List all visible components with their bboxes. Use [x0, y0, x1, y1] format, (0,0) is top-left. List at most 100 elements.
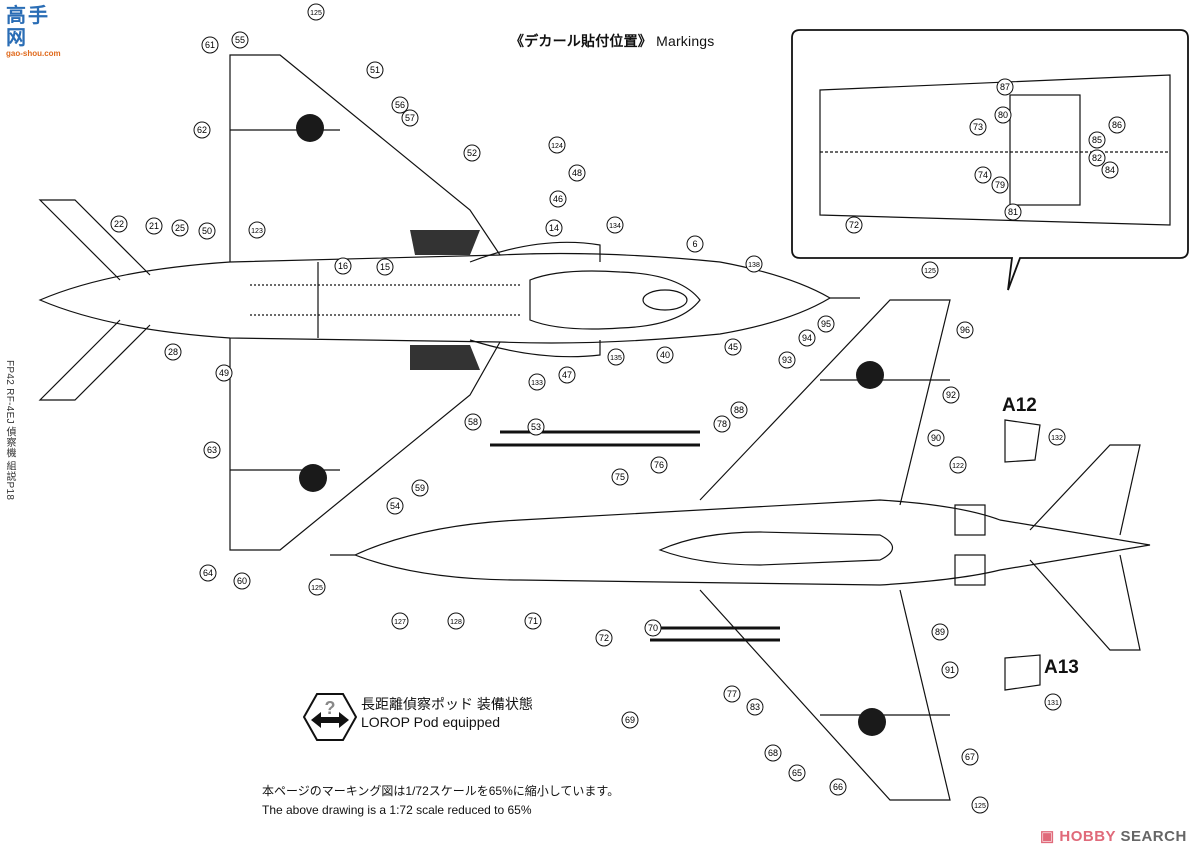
pod-legend-jp: 長距離偵察ポッド 装備状態 [361, 696, 533, 712]
callout-circle [644, 619, 662, 637]
callout-upper-view: 6 [686, 235, 704, 253]
detail-inset [791, 29, 1189, 291]
part-a12-drawing [1004, 419, 1041, 463]
callout-lower-view: 71 [524, 612, 542, 630]
swap-arrows-question-hexagon-icon: ? [303, 693, 357, 741]
callout-number: 54 [390, 501, 400, 511]
callout-number: 134 [609, 223, 621, 230]
callout-upper-view: 21 [145, 217, 163, 235]
callout-number: 72 [849, 220, 859, 230]
callout-circle [527, 418, 545, 436]
callout-number: 83 [750, 702, 760, 712]
callout-number: 91 [945, 665, 955, 675]
callout-upper-view: 63 [203, 441, 221, 459]
callout-inset-view: 87 [996, 78, 1014, 96]
svg-text:?: ? [325, 698, 336, 718]
callout-circle [201, 36, 219, 54]
callout-circle [231, 31, 249, 49]
page-title-jp: 《デカール貼付位置》 [510, 33, 652, 49]
callout-circle [686, 235, 704, 253]
callout-lower-view: 89 [931, 623, 949, 641]
callout-number: 75 [615, 472, 625, 482]
hobby-search-logo-icon: ▣ [1040, 828, 1055, 845]
callout-circle [942, 386, 960, 404]
callout-circle [778, 351, 796, 369]
intake-upper [469, 241, 601, 263]
callout-lower-view: 72 [595, 629, 613, 647]
callout-number: 92 [946, 390, 956, 400]
inset-callout-frame [791, 29, 1189, 291]
callout-upper-view: 124 [548, 136, 566, 154]
callout-circle [845, 216, 863, 234]
callout-circle [203, 441, 221, 459]
callout-lower-view: 94 [798, 329, 816, 347]
callout-number: 88 [734, 405, 744, 415]
callout-number: 62 [197, 125, 207, 135]
callout-circle [611, 468, 629, 486]
callout-upper-view: 48 [568, 164, 586, 182]
callout-number: 81 [1008, 207, 1018, 217]
callout-upper-view: 138 [745, 255, 763, 273]
callout-lower-view: 70 [644, 619, 662, 637]
brand-name-part1: HOBBY [1059, 828, 1116, 845]
callout-lower-view: 68 [764, 744, 782, 762]
callout-inset-view: 82 [1088, 149, 1106, 167]
callout-upper-view: 22 [110, 215, 128, 233]
wing-lower [229, 338, 501, 551]
callout-inset-view: 79 [991, 176, 1009, 194]
dark-panel-lower [410, 345, 480, 370]
callout-circle [996, 78, 1014, 96]
wing-lower-bottom [699, 589, 951, 801]
callout-circle [528, 373, 546, 391]
part-label-a12: A12 [1002, 395, 1037, 416]
side-page-label: FP42 RF-4EJ 偵察機 組説P18 [4, 360, 15, 501]
callout-upper-view: 54 [386, 497, 404, 515]
fuselage-outline-bottom [353, 499, 1151, 586]
callout-lower-view: 127 [391, 612, 409, 630]
callout-upper-view: 47 [558, 366, 576, 384]
callout-circle [199, 564, 217, 582]
callout-circle [788, 764, 806, 782]
callout-upper-view: 53 [527, 418, 545, 436]
callout-circle [110, 215, 128, 233]
callout-circle [386, 497, 404, 515]
callout-upper-view: 28 [164, 343, 182, 361]
callout-number: 78 [717, 419, 727, 429]
callout-circle [171, 219, 189, 237]
callout-circle [817, 315, 835, 333]
callout-circle [376, 258, 394, 276]
callout-circle [949, 456, 967, 474]
callout-number: 94 [802, 333, 812, 343]
callout-circle [1088, 149, 1106, 167]
callout-circle [411, 479, 429, 497]
callout-upper-view: 62 [193, 121, 211, 139]
callout-number: 61 [205, 40, 215, 50]
callout-circle [1108, 116, 1126, 134]
callout-inset-view: 74 [974, 166, 992, 184]
callout-lower-view: 75 [611, 468, 629, 486]
stabilizer-lower [38, 319, 151, 401]
callout-number: 28 [168, 347, 178, 357]
callout-part-a12: 132 [1048, 428, 1066, 446]
callout-number: 72 [599, 633, 609, 643]
callout-circle [764, 744, 782, 762]
callout-number: 57 [405, 113, 415, 123]
callout-circle [607, 348, 625, 366]
callout-lower-view: 69 [621, 711, 639, 729]
callout-lower-view: 65 [788, 764, 806, 782]
callout-number: 45 [728, 342, 738, 352]
callout-circle [969, 118, 987, 136]
callout-number: 125 [924, 268, 936, 275]
canopy [529, 270, 701, 330]
callout-number: 64 [203, 568, 213, 578]
callout-number: 82 [1092, 153, 1102, 163]
callout-upper-view: 55 [231, 31, 249, 49]
callout-number: 84 [1105, 165, 1115, 175]
callout-number: 21 [149, 221, 159, 231]
callout-circle [366, 61, 384, 79]
scale-note: 本ページのマーキング図は1/72スケールを65%に縮小しています。 The ab… [262, 782, 619, 820]
aircraft-top-view [38, 54, 860, 551]
callout-number: 77 [727, 689, 737, 699]
callout-circle [724, 338, 742, 356]
wing-upper-bottom [699, 299, 951, 506]
